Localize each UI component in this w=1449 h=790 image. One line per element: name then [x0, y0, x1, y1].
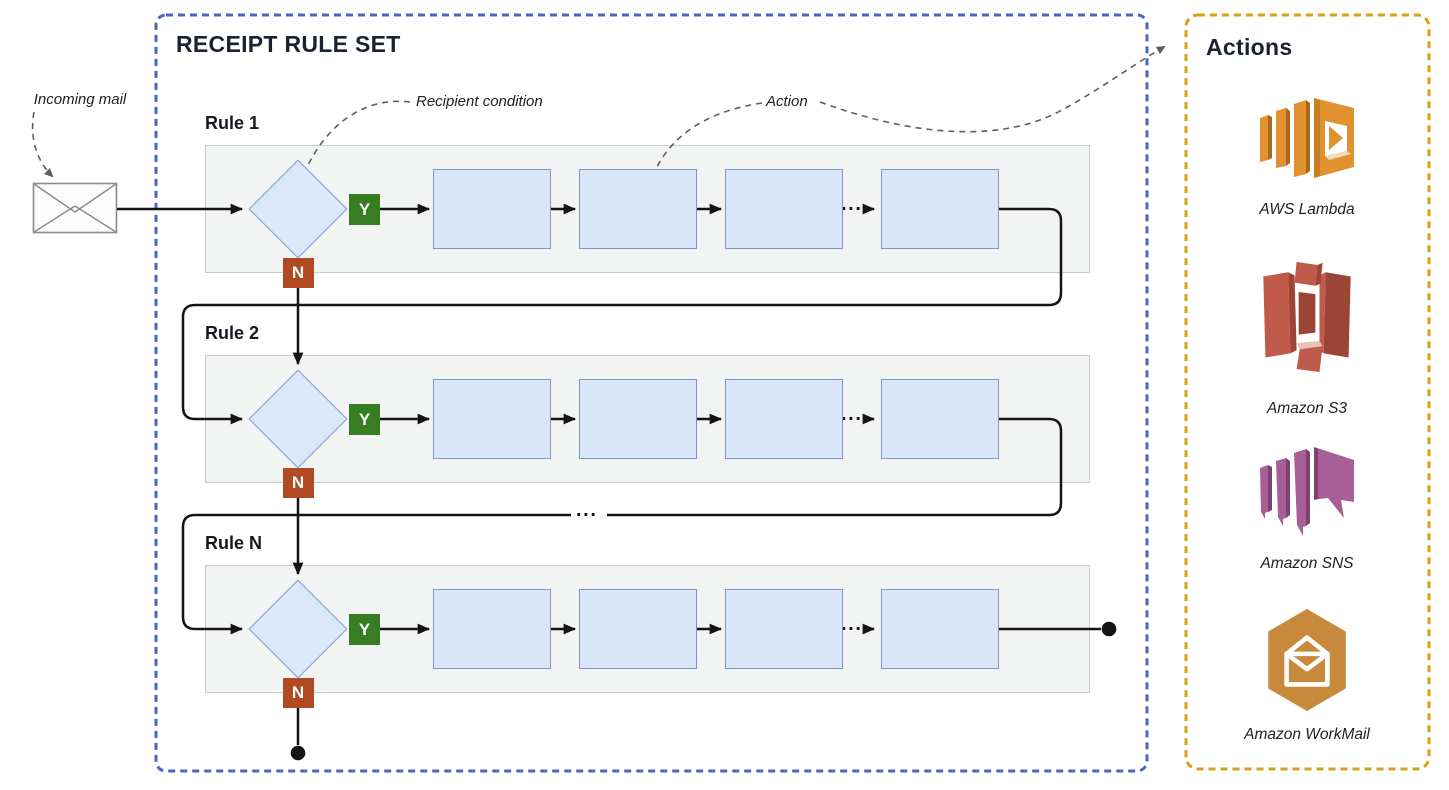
rule-1-no-badge: N	[282, 258, 314, 288]
actions-panel-border	[1184, 13, 1431, 771]
action-pointer	[648, 102, 763, 186]
ellipsis: ···	[841, 409, 862, 431]
action-label: Action	[766, 93, 808, 110]
terminal-dot-right	[1101, 621, 1117, 637]
incoming-mail-icon	[32, 182, 118, 234]
rule-n-flow: ···	[290, 619, 1117, 761]
incoming-mail-pointer	[31, 111, 54, 178]
rule-1-action-box-3	[725, 169, 843, 249]
receipt-rule-set-title: RECEIPT RULE SET	[176, 31, 401, 57]
recipient-condition-label: Recipient condition	[416, 93, 543, 110]
recipient-condition-pointer	[298, 100, 411, 186]
rule-2-no-badge: N	[282, 468, 314, 498]
rule-2-action-box-1	[433, 379, 551, 459]
rule-n-action-box-1	[433, 589, 551, 669]
amazon-s3-icon	[1263, 261, 1351, 373]
rule-n-action-box-3	[725, 589, 843, 669]
amazon-workmail-icon	[1268, 609, 1346, 711]
loop-ellipsis: ···	[576, 505, 597, 527]
aws-lambda-icon	[1260, 98, 1354, 178]
rule-n-no-badge: N	[282, 678, 314, 708]
rule-2-flow: ··· ···	[181, 409, 1063, 635]
amazon-sns-icon	[1260, 447, 1354, 536]
rule-n-action-box-4	[881, 589, 999, 669]
terminal-dot-bottom	[290, 745, 306, 761]
amazon-s3-label: Amazon S3	[1266, 400, 1348, 417]
amazon-workmail-label: Amazon WorkMail	[1244, 726, 1370, 743]
rule-1-label: Rule 1	[205, 113, 260, 133]
rule-1-action-box-2	[579, 169, 697, 249]
rule-2-action-box-4	[881, 379, 999, 459]
rule-1-action-box-4	[881, 169, 999, 249]
rule-1-flow: ···	[117, 199, 1063, 425]
ellipsis: ···	[841, 199, 862, 221]
aws-lambda-label: AWS Lambda	[1259, 201, 1355, 218]
action-to-actions-panel-pointer	[819, 45, 1166, 133]
actions-panel-title: Actions	[1206, 34, 1293, 60]
rule-n-label: Rule N	[205, 533, 263, 553]
incoming-mail-label: Incoming mail	[33, 91, 127, 108]
rule-n-yes-badge: Y	[349, 613, 380, 645]
rule-1-yes-badge: Y	[349, 193, 380, 225]
rule-n-action-box-2	[579, 589, 697, 669]
receipt-rule-set-border	[154, 13, 1149, 773]
ellipsis: ···	[841, 619, 862, 641]
amazon-sns-label: Amazon SNS	[1260, 555, 1354, 572]
rule-2-yes-badge: Y	[349, 403, 380, 435]
rule-2-action-box-2	[579, 379, 697, 459]
rule-2-action-box-3	[725, 379, 843, 459]
rule-2-label: Rule 2	[205, 323, 260, 343]
annotation-arrows	[31, 45, 1166, 186]
rule-1-action-box-1	[433, 169, 551, 249]
